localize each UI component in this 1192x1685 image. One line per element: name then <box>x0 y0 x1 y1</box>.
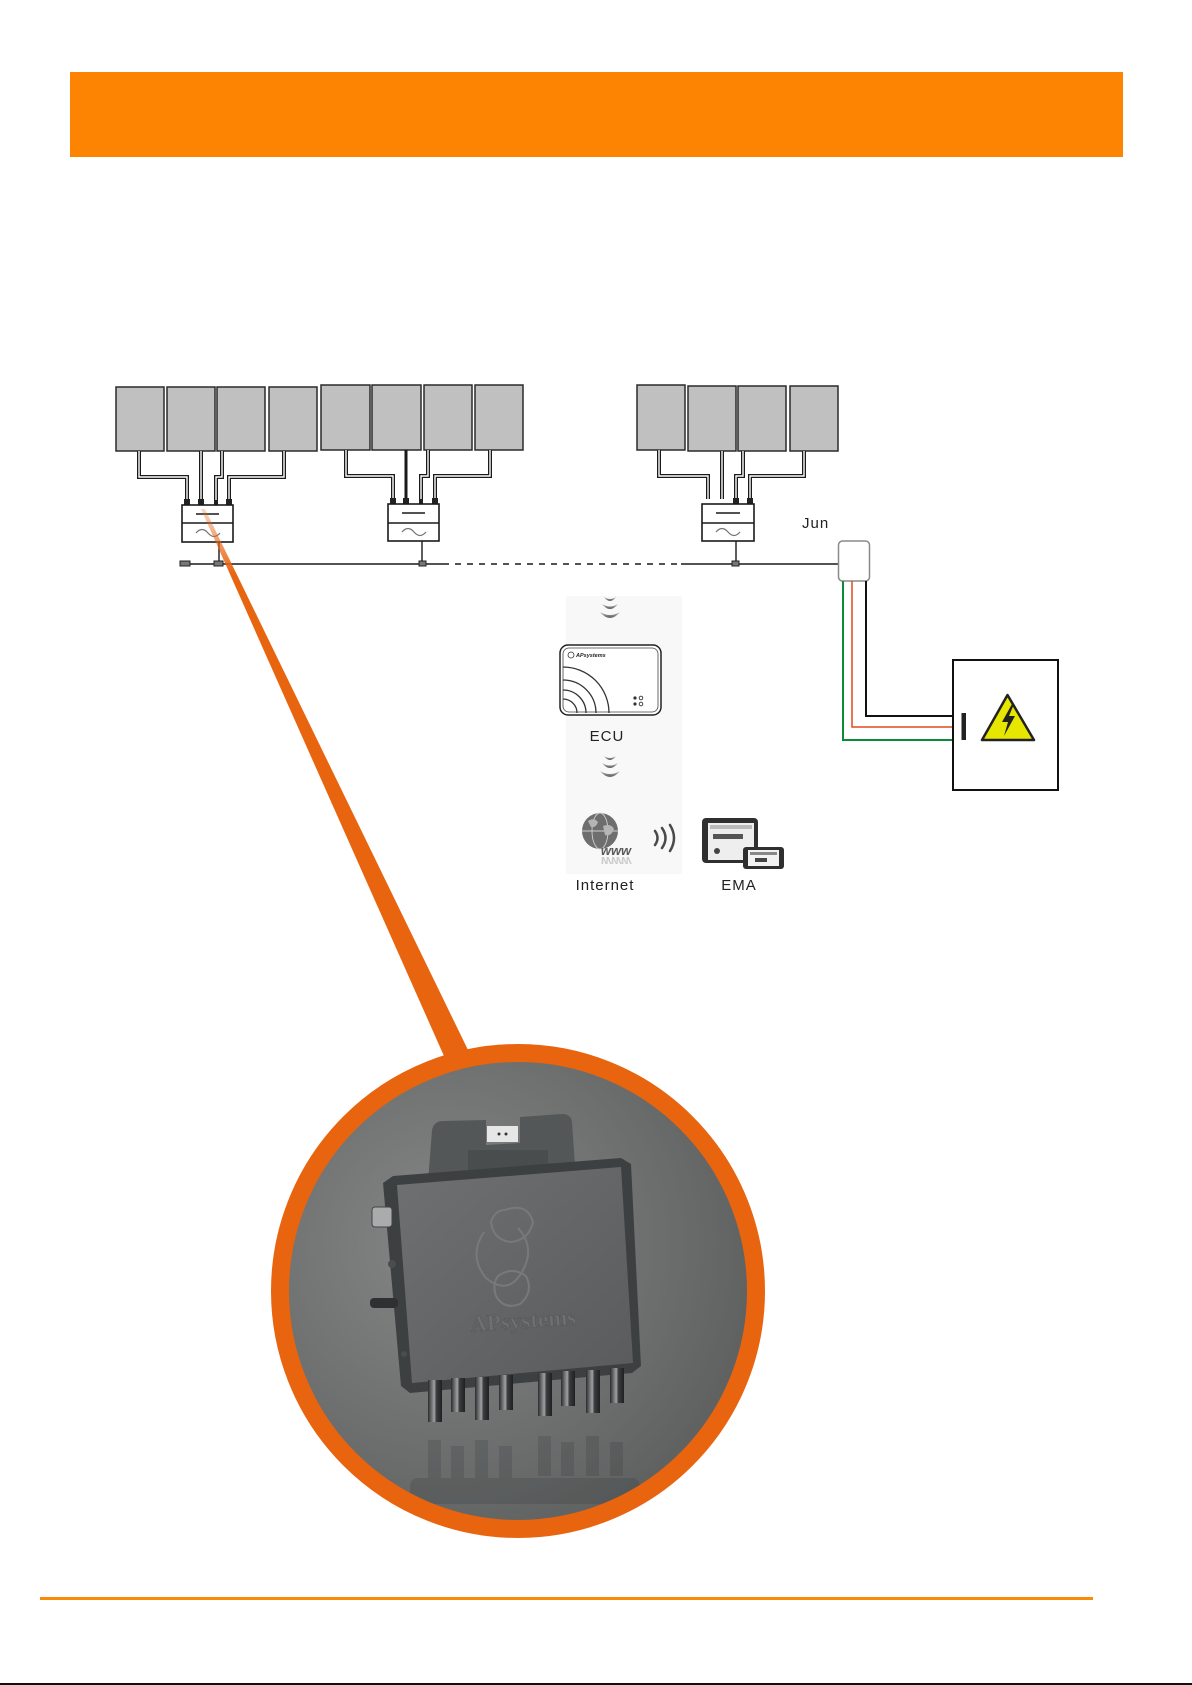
pv-array-1 <box>116 387 317 451</box>
distribution-board <box>953 660 1058 790</box>
pv-array-2 <box>321 385 523 450</box>
ecu-device: APsystems <box>560 645 661 715</box>
pv-module <box>637 385 685 450</box>
internet-label: Internet <box>576 877 635 894</box>
ema-devices-icon <box>702 818 784 869</box>
bus-connector <box>214 561 223 566</box>
ecu-brand-text: APsystems <box>575 653 606 659</box>
pv-module <box>790 386 838 451</box>
dc-connector <box>475 1377 489 1420</box>
callout-leader <box>201 509 469 1056</box>
wire-black <box>866 581 953 716</box>
wire-orange <box>852 581 953 727</box>
cable-gland <box>372 1207 392 1227</box>
pv-module <box>688 386 736 451</box>
dc-connector <box>610 1368 624 1403</box>
dc-connector <box>561 1371 575 1406</box>
footer-rule <box>40 1597 1093 1600</box>
pv-module <box>738 386 786 451</box>
product-label-sticker <box>487 1126 518 1142</box>
globe-www-reflection: www <box>601 854 632 869</box>
pv-module <box>217 387 265 451</box>
bus-connector <box>732 561 739 566</box>
bus-connector <box>419 561 426 566</box>
microinverter-2 <box>388 504 439 561</box>
pv-module <box>321 385 370 450</box>
dc-connector <box>428 1380 442 1422</box>
microinverter-3 <box>702 504 754 561</box>
dc-connector <box>538 1373 552 1416</box>
dc-connector <box>451 1378 465 1412</box>
dc-connector <box>499 1375 513 1410</box>
ecu-led <box>633 702 636 705</box>
pv-module <box>424 385 472 450</box>
dc-wiring-3 <box>659 450 804 504</box>
product-callout: APsystems <box>280 1053 756 1529</box>
junction-box-label: Jun <box>802 515 829 532</box>
breaker-bar <box>962 713 967 740</box>
ema-label: EMA <box>721 877 757 894</box>
pv-module <box>475 385 523 450</box>
pv-module <box>372 385 421 450</box>
ac-trunk-cable <box>180 561 839 566</box>
end-cap <box>180 561 190 566</box>
pv-array-3 <box>637 385 838 451</box>
dc-wiring-2 <box>346 450 490 504</box>
ecu-led <box>633 696 636 699</box>
pv-module <box>116 387 164 451</box>
pv-module <box>269 387 317 451</box>
junction-box <box>839 541 870 581</box>
dc-connector <box>586 1370 600 1413</box>
ecu-label: ECU <box>590 728 625 745</box>
pv-module <box>167 387 215 451</box>
ground-pin <box>370 1298 398 1308</box>
inverter-face <box>397 1167 633 1383</box>
dc-wiring-1 <box>139 451 284 505</box>
